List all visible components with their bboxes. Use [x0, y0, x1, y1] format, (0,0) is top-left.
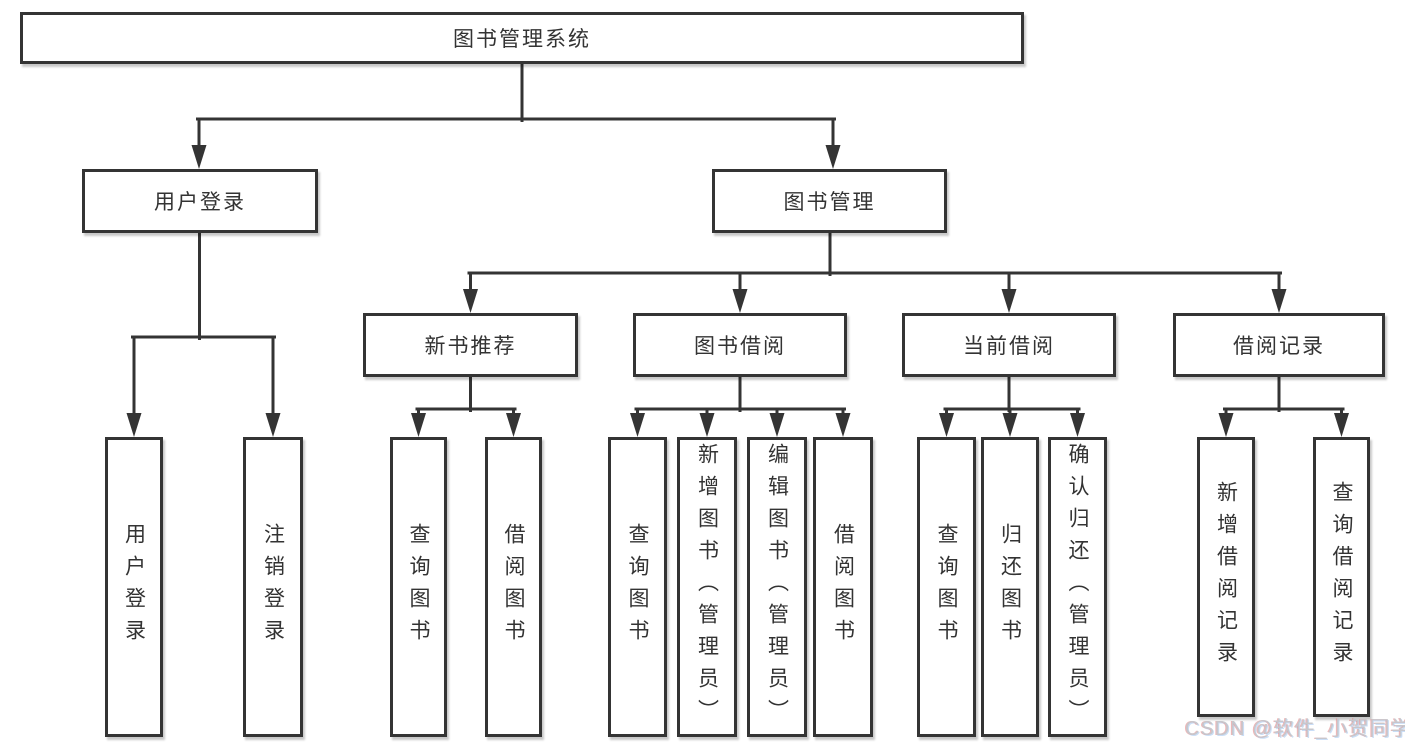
leaf-confirm-return-admin: 确认归还（管理员）: [1048, 437, 1107, 737]
leaf-borrow-books: 借阅图书: [813, 437, 873, 737]
node-book-borrowing: 图书借阅: [633, 313, 847, 377]
node-book-management: 图书管理: [712, 169, 947, 233]
node-borrowing-records: 借阅记录: [1173, 313, 1385, 377]
leaf-return-books: 归还图书: [981, 437, 1039, 737]
leaf-query-borrow-record: 查询借阅记录: [1313, 437, 1370, 717]
node-user-login: 用户登录: [82, 169, 318, 233]
leaf-edit-books-admin: 编辑图书（管理员）: [747, 437, 807, 737]
csdn-watermark: CSDN @软件_小贺同学: [1185, 718, 1405, 740]
node-current-borrowing: 当前借阅: [902, 313, 1116, 377]
leaf-borrow-books-recommend: 借阅图书: [485, 437, 542, 737]
arrowheads: [126, 145, 1349, 437]
leaf-query-books-current: 查询图书: [917, 437, 976, 737]
leaf-query-books-borrowing: 查询图书: [608, 437, 667, 737]
node-root: 图书管理系统: [20, 12, 1024, 64]
leaf-logout: 注销登录: [243, 437, 303, 737]
leaf-query-books-recommend: 查询图书: [390, 437, 447, 737]
leaf-add-books-admin: 新增图书（管理员）: [677, 437, 737, 737]
leaf-user-login: 用户登录: [105, 437, 163, 737]
node-new-book-recommend: 新书推荐: [363, 313, 578, 377]
leaf-add-borrow-record: 新增借阅记录: [1197, 437, 1255, 717]
